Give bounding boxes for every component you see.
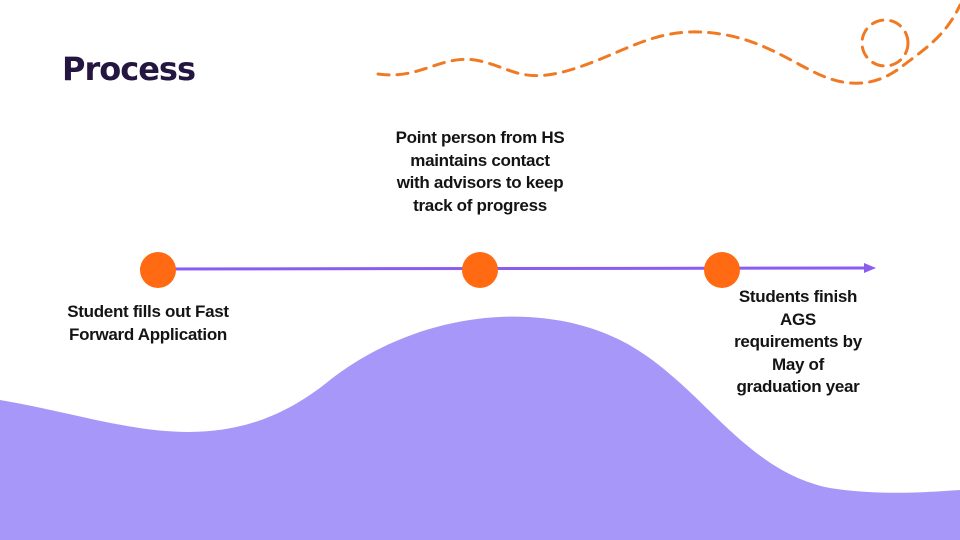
timeline-line <box>139 266 867 271</box>
timeline-node-3 <box>704 252 740 288</box>
dashed-circle-decoration <box>860 18 910 68</box>
step-label-2: Point person from HS maintains contact w… <box>395 128 565 215</box>
timeline-node-1 <box>140 252 176 288</box>
dashed-squiggle-decoration <box>376 3 960 85</box>
step-label-3: Students finish AGS requirements by May … <box>734 287 862 396</box>
purple-wave-shape <box>0 316 960 540</box>
timeline-arrowhead <box>864 263 876 273</box>
page-title: Process <box>62 50 196 88</box>
timeline-node-2 <box>462 252 498 288</box>
step-label-1: Student fills out Fast Forward Applicati… <box>67 302 229 344</box>
